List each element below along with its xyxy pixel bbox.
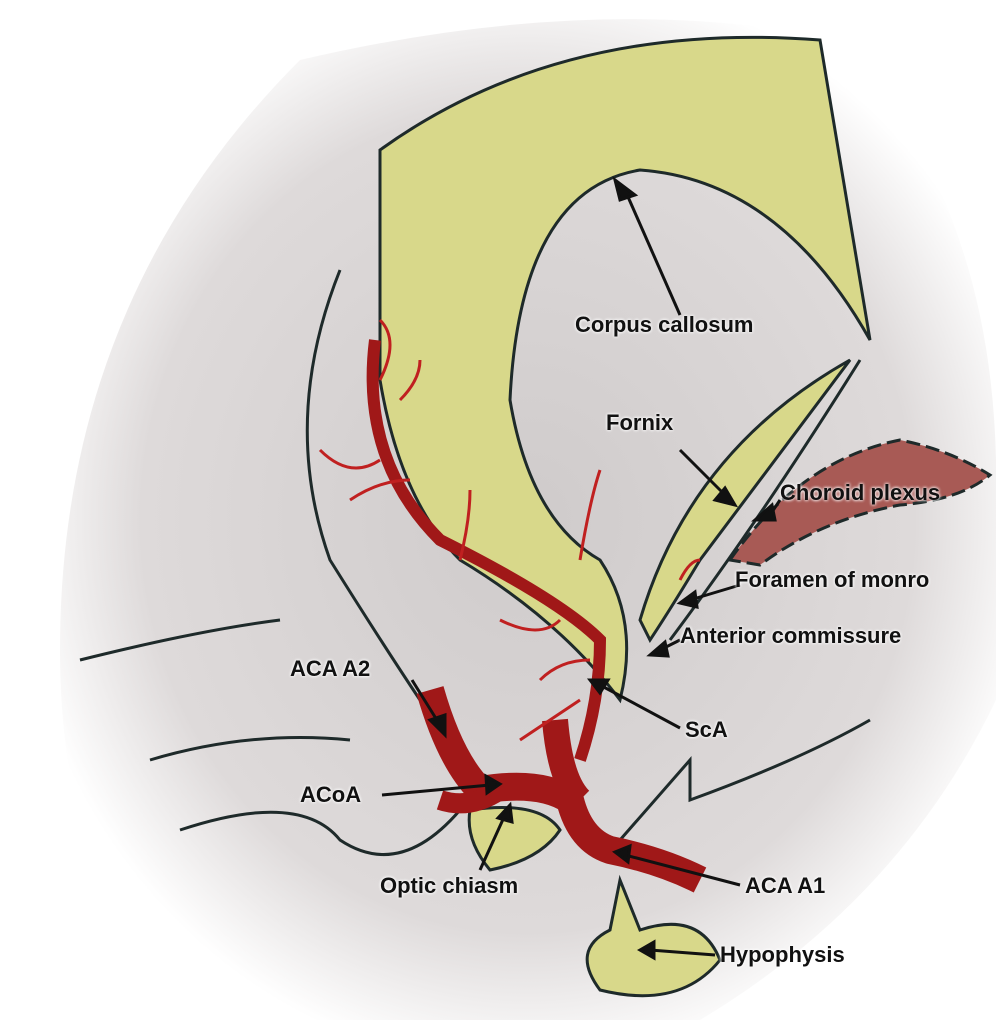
fornix	[638, 358, 852, 643]
corpus-callosum	[378, 35, 872, 704]
label-foramen-of-monro: Foramen of monro	[735, 567, 930, 592]
optic-chiasm	[467, 806, 562, 872]
arteries	[318, 318, 707, 893]
choroid-plexus	[727, 438, 993, 567]
label-hypophysis: Hypophysis	[720, 942, 845, 967]
label-arrows	[381, 176, 782, 961]
hypophysis	[585, 874, 722, 998]
label-acoa: ACoA	[300, 782, 362, 807]
label-sca: ScA	[685, 717, 728, 742]
label-anterior-commissure: Anterior commissure	[680, 623, 902, 648]
label-aca-a2: ACA A2	[290, 656, 371, 681]
label-fornix: Fornix	[606, 410, 674, 435]
label-aca-a1: ACA A1	[745, 873, 826, 898]
label-choroid-plexus: Choroid plexus	[780, 480, 941, 505]
label-corpus-callosum: Corpus callosum	[575, 312, 754, 337]
label-optic-chiasm: Optic chiasm	[380, 873, 519, 898]
